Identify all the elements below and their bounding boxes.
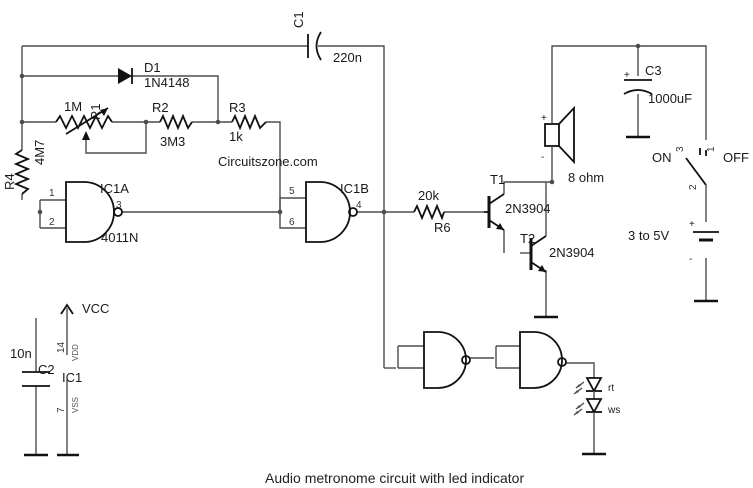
ground-symbols [24,135,718,457]
r3-ref: R3 [229,100,246,115]
c1-value: 220n [333,50,362,65]
diode-d1: D1 1N4148 [118,60,190,90]
ic1-vss-pin: 7 [56,407,67,413]
r2-value: 3M3 [160,134,185,149]
speaker: + - 8 ohm [541,105,604,185]
nand-gate-led-1 [423,331,471,389]
vcc-symbol: VCC [60,301,109,316]
capacitor-c1: C1 220n [291,11,362,65]
resistor-r3: R3 1k [229,100,267,144]
caption: Audio metronome circuit with led indicat… [265,470,524,486]
led-ws-label: ws [607,405,620,416]
site-label: Circuitszone.com [218,154,318,169]
battery-minus: - [689,254,692,265]
transistor-t1: T1 2N3904 [484,172,551,231]
switch-pin1: 1 [706,146,717,152]
r6-ref: R6 [434,220,451,235]
r4-value: 4M7 [32,140,47,165]
speaker-value: 8 ohm [568,170,604,185]
r6-value: 20k [418,188,439,203]
ic1-vdd-label: VDD [71,344,80,361]
r4-ref: R4 [2,173,17,190]
capacitor-c3: + C3 1000uF [623,63,692,106]
ic1b-pin4: 4 [356,200,362,211]
d1-ref: D1 [144,60,161,75]
battery-plus: + [689,219,695,230]
power-switch: ON OFF 3 1 2 [652,146,749,190]
ic1a-pin2: 2 [49,217,55,228]
battery-value: 3 to 5V [628,228,670,243]
ic1a-pin3: 3 [116,200,122,211]
ic1a-part: 4011N [101,230,138,245]
r1-ref: R1 [88,103,103,120]
ic1-power-pins: 14 VDD IC1 7 VSS [56,341,82,413]
switch-off: OFF [723,150,749,165]
c2-ref: C2 [38,362,55,377]
ic1b-ref: IC1B [340,181,369,196]
ic1a-pin1: 1 [49,188,55,199]
battery: + - 3 to 5V [628,219,719,265]
resistor-r2: R2 3M3 [152,100,193,149]
t1-ref: T1 [490,172,505,187]
switch-pin3: 3 [675,146,686,152]
switch-on: ON [652,150,672,165]
t1-part: 2N3904 [505,201,551,216]
ic1a-ref: IC1A [100,181,129,196]
led-rt-label: rt [608,383,614,394]
speaker-minus: - [541,152,544,163]
d1-value: 1N4148 [144,75,190,90]
nand-gate-ic1b: 5 6 4 IC1B [289,181,369,243]
r1-value: 1M [64,99,82,114]
ic1-vdd-pin: 14 [56,341,67,353]
nand-gate-ic1a: 1 2 3 IC1A 4011N [49,181,138,245]
t2-part: 2N3904 [549,245,595,260]
potentiometer-r1: 1M R1 [55,99,113,140]
wires [21,45,707,454]
junctions [19,43,641,215]
transistor-t2: T2 2N3904 [520,231,595,273]
ic1b-pin6: 6 [289,217,295,228]
c2-value: 10n [10,346,32,361]
c1-ref: C1 [291,11,306,28]
speaker-plus: + [541,113,547,124]
t2-ref: T2 [520,231,535,246]
ic1-vss-label: VSS [71,397,80,413]
r3-value: 1k [229,129,243,144]
resistor-r4: R4 4M7 [2,140,47,195]
ic1b-pin5: 5 [289,186,295,197]
c3-value: 1000uF [648,91,692,106]
c3-ref: C3 [645,63,662,78]
vcc-label: VCC [82,301,109,316]
nand-gate-led-2 [519,331,567,389]
r2-ref: R2 [152,100,169,115]
switch-pin2: 2 [688,184,699,190]
c3-plus: + [624,70,630,81]
capacitor-c2: 10n C2 [10,346,55,387]
ic1-ref: IC1 [62,370,82,385]
resistor-r6: 20k R6 [413,188,451,235]
led-ws: ws [573,398,620,416]
